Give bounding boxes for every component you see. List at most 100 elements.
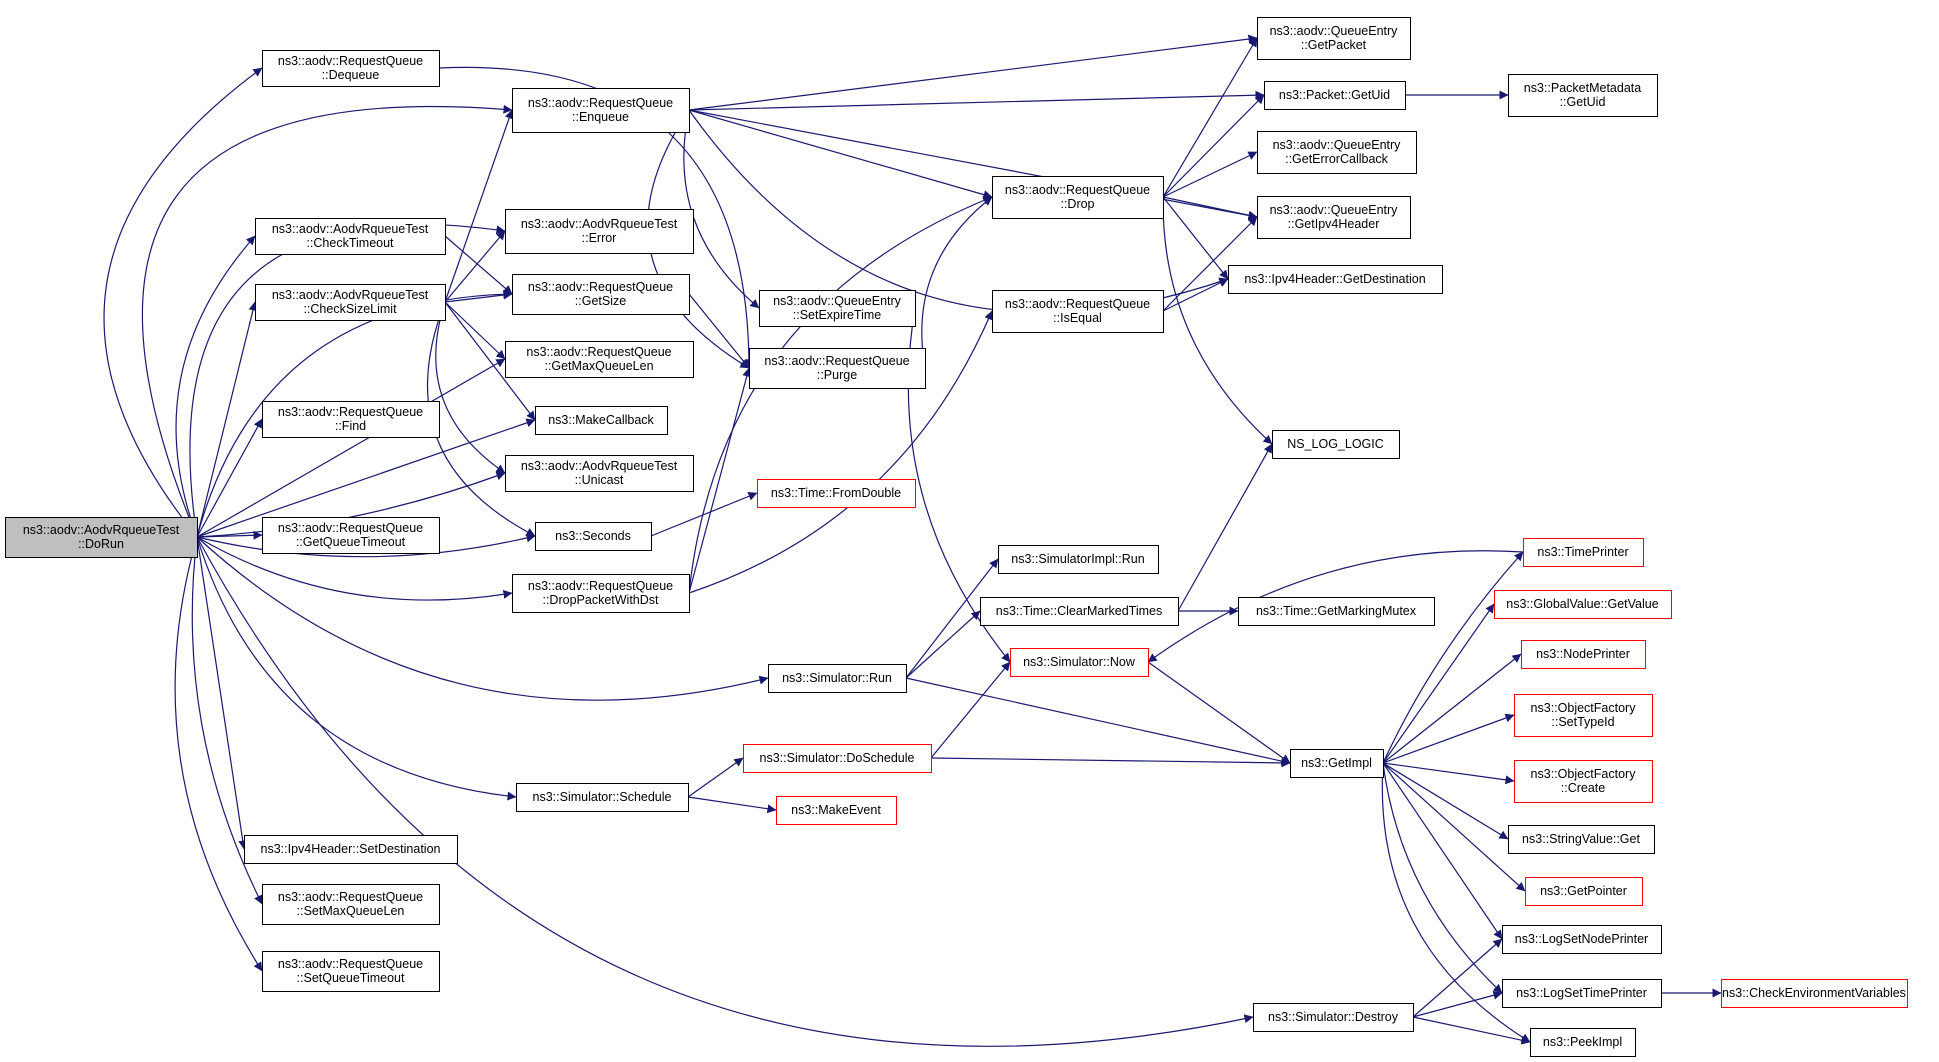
node-label: ns3::aodv::QueueEntry	[1270, 24, 1399, 38]
node-makeevent[interactable]: ns3::MakeEvent	[776, 796, 897, 825]
node-label: ns3::ObjectFactory	[1531, 767, 1637, 781]
node-label: ::GetErrorCallback	[1285, 152, 1389, 166]
node-box	[992, 176, 1164, 219]
node-label: ::Purge	[817, 368, 857, 382]
node-box	[512, 88, 690, 133]
node-peekimpl[interactable]: ns3::PeekImpl	[1530, 1028, 1636, 1057]
node-settypeid[interactable]: ns3::ObjectFactory::SetTypeId	[1514, 694, 1653, 737]
node-box	[992, 290, 1164, 333]
node-label: ns3::NodePrinter	[1536, 647, 1630, 661]
node-dequeue[interactable]: ns3::aodv::RequestQueue::Dequeue	[262, 50, 440, 87]
node-label: ::GetQueueTimeout	[296, 535, 406, 549]
node-label: ::Dequeue	[322, 68, 380, 82]
node-setdestination[interactable]: ns3::Ipv4Header::SetDestination	[244, 835, 458, 864]
node-getmaxqueuelen[interactable]: ns3::aodv::RequestQueue::GetMaxQueueLen	[505, 341, 694, 378]
node-makecallback[interactable]: ns3::MakeCallback	[535, 406, 668, 435]
node-nsloglogic[interactable]: NS_LOG_LOGIC	[1272, 430, 1400, 459]
node-getpointer[interactable]: ns3::GetPointer	[1525, 877, 1643, 906]
node-schedule[interactable]: ns3::Simulator::Schedule	[516, 783, 689, 812]
edge-dorun-to-error	[189, 223, 506, 538]
edge-dorun-to-getmaxqueuelen	[196, 358, 506, 538]
node-create[interactable]: ns3::ObjectFactory::Create	[1514, 760, 1653, 803]
node-simimplrun[interactable]: ns3::SimulatorImpl::Run	[998, 545, 1159, 574]
node-destroy[interactable]: ns3::Simulator::Destroy	[1253, 1003, 1414, 1032]
node-getuid[interactable]: ns3::Packet::GetUid	[1264, 81, 1406, 110]
node-label: ::IsEqual	[1053, 311, 1102, 325]
edge-checktimeout-to-getsize	[444, 235, 513, 295]
node-purge[interactable]: ns3::aodv::RequestQueue::Purge	[749, 348, 926, 389]
node-label: ns3::aodv::RequestQueue	[278, 54, 423, 68]
node-label: ns3::Ipv4Header::SetDestination	[261, 842, 441, 856]
node-globalvalue[interactable]: ns3::GlobalValue::GetValue	[1494, 590, 1672, 619]
node-label: ::GetSize	[575, 294, 626, 308]
node-getipv4header[interactable]: ns3::aodv::QueueEntry::GetIpv4Header	[1257, 196, 1411, 239]
edge-now-to-getimpl	[1147, 661, 1291, 764]
node-label: ns3::aodv::RequestQueue	[526, 345, 671, 359]
edge-checksizelimit-to-seconds	[426, 301, 536, 537]
node-label: ns3::aodv::RequestQueue	[278, 405, 423, 419]
node-getmarkingmutex[interactable]: ns3::Time::GetMarkingMutex	[1238, 597, 1435, 626]
node-doschedule[interactable]: ns3::Simulator::DoSchedule	[743, 744, 932, 773]
node-checkenv[interactable]: ns3::CheckEnvironmentVariables	[1721, 979, 1908, 1008]
node-label: ns3::CheckEnvironmentVariables	[1722, 986, 1906, 1000]
node-box	[1502, 979, 1662, 1008]
node-box	[1523, 538, 1644, 567]
node-clearmarkedtimes[interactable]: ns3::Time::ClearMarkedTimes	[980, 597, 1179, 626]
node-label: ::GetMaxQueueLen	[544, 359, 653, 373]
edge-drop-to-getuid	[1162, 94, 1265, 198]
node-setqueuetimeout[interactable]: ns3::aodv::RequestQueue::SetQueueTimeout	[262, 951, 440, 992]
node-nodeprinter[interactable]: ns3::NodePrinter	[1521, 640, 1646, 669]
node-metadatagetuid[interactable]: ns3::PacketMetadata::GetUid	[1508, 74, 1658, 117]
node-setexpiretime[interactable]: ns3::aodv::QueueEntry::SetExpireTime	[759, 290, 916, 327]
node-isequal[interactable]: ns3::aodv::RequestQueue::IsEqual	[992, 290, 1164, 333]
edge-isequal-to-getdestination	[1162, 278, 1229, 312]
node-setmaxqueuelen[interactable]: ns3::aodv::RequestQueue::SetMaxQueueLen	[262, 884, 440, 925]
node-stringvalueget[interactable]: ns3::StringValue::Get	[1508, 825, 1655, 854]
node-dorun[interactable]: ns3::aodv::AodvRqueueTest::DoRun	[5, 517, 198, 558]
node-box	[1530, 1028, 1636, 1057]
node-box	[244, 835, 458, 864]
node-label: ns3::GlobalValue::GetValue	[1506, 597, 1658, 611]
node-getdestination[interactable]: ns3::Ipv4Header::GetDestination	[1228, 265, 1443, 294]
node-drop[interactable]: ns3::aodv::RequestQueue::Drop	[992, 176, 1164, 219]
node-error[interactable]: ns3::aodv::AodvRqueueTest::Error	[505, 209, 694, 254]
node-label: ::SetExpireTime	[793, 308, 882, 322]
edge-droppacketwithdst-to-purge	[688, 367, 752, 594]
node-label: ns3::aodv::RequestQueue	[764, 354, 909, 368]
node-label: ns3::Simulator::Destroy	[1268, 1010, 1399, 1024]
node-fromdouble[interactable]: ns3::Time::FromDouble	[757, 479, 916, 508]
node-getimpl[interactable]: ns3::GetImpl	[1290, 749, 1384, 778]
node-enqueue[interactable]: ns3::aodv::RequestQueue::Enqueue	[512, 88, 690, 133]
node-unicast[interactable]: ns3::aodv::AodvRqueueTest::Unicast	[505, 455, 694, 492]
node-find[interactable]: ns3::aodv::RequestQueue::Find	[262, 401, 440, 438]
node-label: ::CheckTimeout	[306, 236, 394, 250]
node-logsettimeprinter[interactable]: ns3::LogSetTimePrinter	[1502, 979, 1662, 1008]
node-label: ns3::aodv::RequestQueue	[278, 890, 423, 904]
node-droppacketwithdst[interactable]: ns3::aodv::RequestQueue::DropPacketWithD…	[512, 574, 690, 613]
edge-checksizelimit-to-getmaxqueuelen	[444, 301, 506, 360]
node-checktimeout[interactable]: ns3::aodv::AodvRqueueTest::CheckTimeout	[255, 218, 446, 255]
edge-drop-to-getpacket	[1162, 37, 1258, 198]
node-timeprinter[interactable]: ns3::TimePrinter	[1523, 538, 1644, 567]
edge-dorun-to-unicast	[196, 471, 506, 538]
node-getpacket[interactable]: ns3::aodv::QueueEntry::GetPacket	[1257, 17, 1411, 60]
node-checksizelimit[interactable]: ns3::aodv::AodvRqueueTest::CheckSizeLimi…	[255, 284, 446, 321]
edge-clearmarkedtimes-to-nsloglogic	[1177, 443, 1273, 612]
node-box	[516, 783, 689, 812]
node-label: ns3::aodv::AodvRqueueTest	[521, 217, 678, 231]
node-label: ns3::PeekImpl	[1543, 1035, 1622, 1049]
edge-enqueue-to-drop	[688, 109, 993, 199]
node-seconds[interactable]: ns3::Seconds	[535, 522, 652, 551]
node-simrun[interactable]: ns3::Simulator::Run	[768, 664, 907, 693]
edge-dorun-to-simrun	[196, 536, 769, 701]
node-geterrorcallback[interactable]: ns3::aodv::QueueEntry::GetErrorCallback	[1257, 131, 1417, 174]
node-label: ::Find	[335, 419, 366, 433]
node-now[interactable]: ns3::Simulator::Now	[1010, 648, 1149, 677]
node-label: ns3::aodv::AodvRqueueTest	[272, 222, 429, 236]
node-logsetnodeprinter[interactable]: ns3::LogSetNodePrinter	[1502, 925, 1662, 954]
node-box	[255, 284, 446, 321]
edge-checksizelimit-to-error	[444, 230, 506, 303]
node-label: ns3::StringValue::Get	[1522, 832, 1640, 846]
node-getqueuetimeout[interactable]: ns3::aodv::RequestQueue::GetQueueTimeout	[262, 517, 440, 554]
node-getsize[interactable]: ns3::aodv::RequestQueue::GetSize	[512, 274, 690, 315]
